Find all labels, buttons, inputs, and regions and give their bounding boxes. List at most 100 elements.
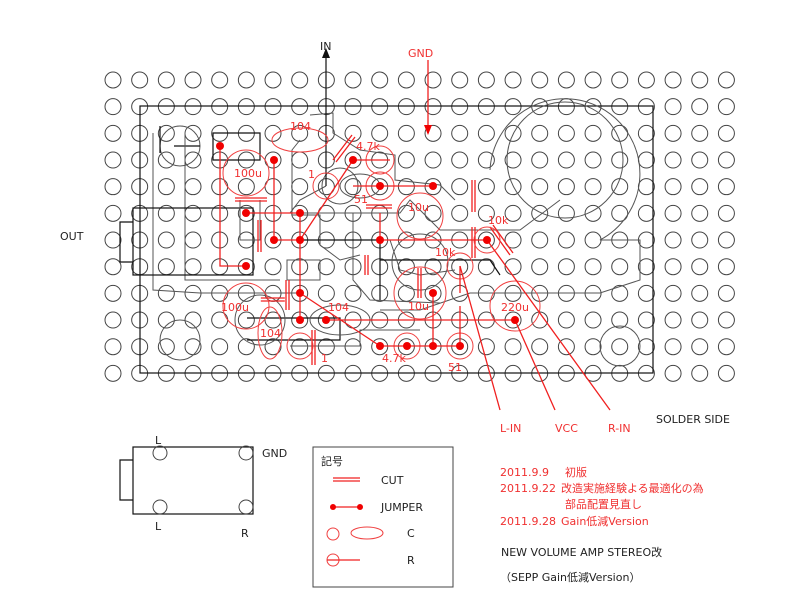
- jumper-point: [429, 182, 437, 190]
- board-hole: [531, 178, 549, 196]
- board-hole: [557, 151, 575, 169]
- board-hole: [424, 151, 442, 169]
- board-hole: [424, 204, 442, 222]
- board-hole: [397, 98, 415, 116]
- jumper-point: [270, 156, 278, 164]
- board-hole: [691, 151, 709, 169]
- components: [222, 127, 541, 360]
- board-hole: [664, 124, 682, 142]
- board-hole: [717, 124, 735, 142]
- board-hole: [717, 338, 735, 356]
- board-hole: [397, 124, 415, 142]
- board-hole: [584, 231, 602, 249]
- board-hole: [664, 204, 682, 222]
- jumper-point: [511, 316, 519, 324]
- board-hole: [637, 231, 655, 249]
- revision-text: 部品配置見直し: [565, 497, 642, 511]
- jumper-point: [296, 236, 304, 244]
- board-hole: [477, 178, 495, 196]
- board-hole: [424, 98, 442, 116]
- board-hole: [691, 311, 709, 329]
- board-hole: [371, 124, 389, 142]
- jumper-point: [349, 156, 357, 164]
- jack-pinout: L GND L R: [119, 434, 287, 540]
- board-hole: [157, 231, 175, 249]
- board-hole: [397, 284, 415, 302]
- board-hole: [504, 71, 522, 89]
- board-hole: [504, 231, 522, 249]
- board-hole: [664, 98, 682, 116]
- jumper-point: [216, 142, 224, 150]
- board-hole: [637, 151, 655, 169]
- label-10u-bot: 10u: [408, 300, 429, 313]
- label-1-bot: 1: [321, 352, 328, 365]
- board-hole: [397, 71, 415, 89]
- out-label: OUT: [60, 230, 84, 243]
- board-hole: [184, 231, 202, 249]
- board-hole: [237, 311, 255, 329]
- board-hole: [691, 364, 709, 382]
- board-hole: [424, 258, 442, 276]
- board-hole: [531, 204, 549, 222]
- board-hole: [104, 338, 122, 356]
- revision-history: 2011.9.9 初版 2011.9.22 改造実施経験よる最適化の為 部品配置…: [500, 465, 704, 528]
- board-hole: [557, 98, 575, 116]
- board-hole: [104, 311, 122, 329]
- diagram-title: NEW VOLUME AMP STEREO改: [501, 545, 662, 559]
- board-hole: [157, 151, 175, 169]
- board-hole: [584, 151, 602, 169]
- label-47k-bot: 4.7k: [382, 352, 406, 365]
- board-hole: [184, 98, 202, 116]
- board-hole: [157, 311, 175, 329]
- label-10k-b: 10k: [435, 246, 456, 259]
- board-hole: [664, 178, 682, 196]
- board-hole: [611, 98, 629, 116]
- board-hole: [557, 178, 575, 196]
- label-10u-top: 10u: [408, 201, 429, 214]
- board-hole: [131, 71, 149, 89]
- jumper-point: [270, 236, 278, 244]
- board-hole: [584, 258, 602, 276]
- board-hole: [397, 338, 415, 356]
- large-capacitor-outline: [506, 101, 624, 219]
- legend: 記号 CUT JUMPER C R: [312, 446, 454, 588]
- board-hole: [504, 204, 522, 222]
- board-hole: [717, 204, 735, 222]
- gnd-label: GND: [408, 47, 433, 60]
- jumper-point: [429, 342, 437, 350]
- board-hole: [424, 124, 442, 142]
- board-hole: [291, 124, 309, 142]
- board-hole: [717, 98, 735, 116]
- board-hole: [291, 151, 309, 169]
- board-hole: [557, 231, 575, 249]
- board-hole: [664, 311, 682, 329]
- board-hole: [531, 231, 549, 249]
- board-hole: [157, 204, 175, 222]
- jumper-point: [456, 342, 464, 350]
- board-hole: [104, 151, 122, 169]
- jumpers: [216, 60, 611, 411]
- board-hole: [184, 71, 202, 89]
- board-hole: [584, 71, 602, 89]
- board-hole: [691, 231, 709, 249]
- board-hole: [504, 258, 522, 276]
- board-hole: [477, 124, 495, 142]
- board-hole: [477, 98, 495, 116]
- board-hole: [344, 98, 362, 116]
- jumper-point: [296, 316, 304, 324]
- board-hole: [664, 71, 682, 89]
- board-hole: [691, 258, 709, 276]
- board-hole: [531, 258, 549, 276]
- board-hole: [157, 71, 175, 89]
- board-hole: [291, 98, 309, 116]
- board-hole: [664, 364, 682, 382]
- board-hole: [211, 311, 229, 329]
- board-hole: [637, 178, 655, 196]
- board-hole: [264, 338, 282, 356]
- board-hole: [717, 231, 735, 249]
- board-hole: [691, 98, 709, 116]
- board-hole: [691, 178, 709, 196]
- board-hole: [504, 178, 522, 196]
- board-hole: [717, 71, 735, 89]
- board-hole: [104, 284, 122, 302]
